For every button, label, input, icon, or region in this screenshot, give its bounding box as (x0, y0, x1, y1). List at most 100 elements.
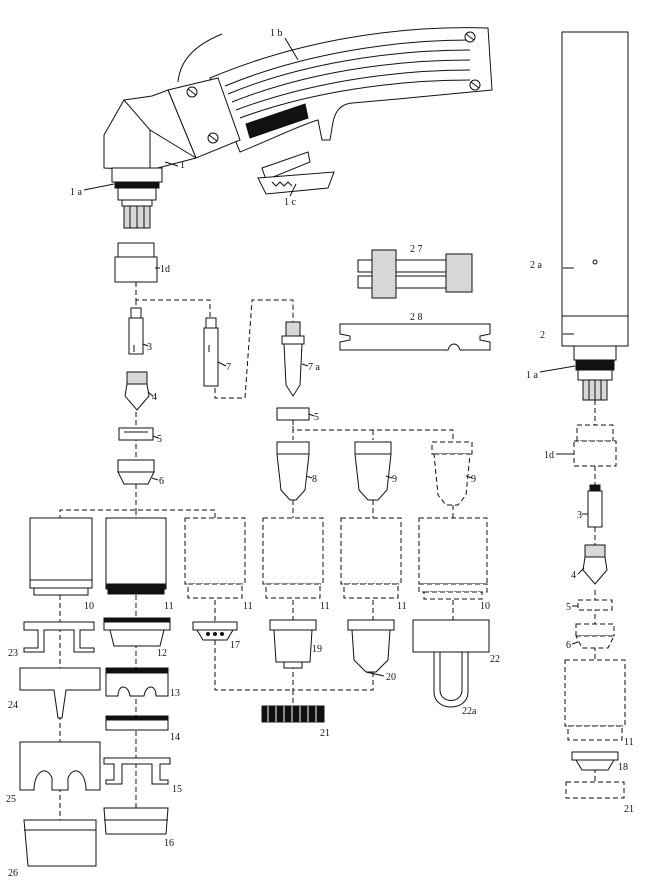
part-21-knurl (261, 705, 325, 723)
label-2a: 2 a (530, 260, 543, 271)
part-5-ring (118, 427, 154, 441)
label-19: 19 (312, 644, 322, 655)
part-6-right (575, 623, 615, 649)
label-5a: 5 (157, 434, 162, 445)
leader-lines (83, 37, 588, 677)
part-11-dashed-cup-a (184, 517, 246, 599)
label-1d-right: 1d (544, 450, 554, 461)
part-13-deflector (105, 667, 169, 697)
label-15: 15 (172, 784, 182, 795)
label-12: 12 (157, 648, 167, 659)
part-19-nozzle (269, 619, 317, 669)
label-1a-right: 1 a (526, 370, 539, 381)
part-17-tip (192, 621, 238, 641)
label-3-right: 3 (577, 510, 582, 521)
part-10-dashed-cup (418, 517, 488, 600)
part-8-nozzle (276, 441, 310, 501)
label-8: 8 (312, 474, 317, 485)
label-17: 17 (230, 640, 240, 651)
part-4-swirl-ring (124, 371, 150, 411)
label-6: 6 (159, 476, 164, 487)
part-28-spanner (339, 323, 491, 351)
label-10a: 10 (84, 601, 94, 612)
label-27: 2 7 (410, 244, 423, 255)
label-11c: 11 (320, 601, 330, 612)
label-2: 2 (540, 330, 545, 341)
part-20-nozzle (347, 619, 395, 673)
part-21-right (565, 781, 625, 799)
label-1: 1 (180, 160, 185, 171)
label-25: 25 (6, 794, 16, 805)
label-1c: 1 c (284, 197, 297, 208)
part-7a-electrode (281, 321, 305, 397)
part-14-ring (105, 715, 169, 731)
part-7-electrode (203, 317, 219, 387)
part-18-tip (571, 751, 619, 771)
part-3-electrode (128, 307, 144, 355)
label-18: 18 (618, 762, 628, 773)
label-9b: 9 (471, 474, 476, 485)
part-25-guide (19, 741, 101, 791)
label-13: 13 (170, 688, 180, 699)
trigger-part (257, 151, 335, 195)
label-5-right: 5 (566, 602, 571, 613)
part-labels: 1 1 a 1 b 1 c 1d 2 a 2 1 a 1d 3 3 4 4 5 … (6, 28, 634, 879)
screw-icon (469, 79, 481, 91)
label-22a: 22a (462, 706, 477, 717)
label-1d: 1d (160, 264, 170, 275)
label-10b: 10 (480, 601, 490, 612)
label-20: 20 (386, 672, 396, 683)
label-14: 14 (170, 732, 180, 743)
part-10-shield-cup (29, 517, 93, 596)
label-21: 21 (320, 728, 330, 739)
part-11-dashed-cup-c (340, 517, 402, 599)
part-12-deflector (103, 617, 171, 647)
label-7: 7 (226, 362, 231, 373)
label-26: 26 (8, 868, 18, 879)
label-4-right: 4 (571, 570, 576, 581)
label-1a: 1 a (70, 187, 83, 198)
part-4-right (582, 544, 608, 585)
part-11-shield-cup (105, 517, 167, 595)
part-5-right (577, 599, 613, 611)
part-9-nozzle (354, 441, 392, 501)
straight-torch (561, 31, 629, 401)
part-6-nozzle (117, 459, 155, 485)
label-22: 22 (490, 654, 500, 665)
part-1d-right (573, 424, 617, 467)
label-1b: 1 b (270, 28, 283, 39)
screw-icon (207, 132, 219, 144)
label-28: 2 8 (410, 312, 423, 323)
label-3: 3 (147, 342, 152, 353)
part-24-guide (19, 667, 101, 719)
screw-icon (186, 86, 198, 98)
part-11-dashed-cup-b (262, 517, 324, 599)
torch-head (103, 77, 241, 229)
part-5-ring-b (276, 407, 310, 421)
part-11-right (564, 659, 626, 741)
label-11-right: 11 (624, 737, 634, 748)
screw-icon (464, 31, 476, 43)
label-9a: 9 (392, 474, 397, 485)
part-22-guide (412, 619, 490, 708)
part-16-cap (103, 807, 169, 835)
label-5b: 5 (314, 412, 319, 423)
label-11a: 11 (164, 601, 174, 612)
part-1d (114, 242, 158, 283)
part-15-bracket (103, 757, 171, 785)
label-4: 4 (152, 392, 157, 403)
label-16: 16 (164, 838, 174, 849)
label-11d: 11 (397, 601, 407, 612)
label-7a: 7 a (308, 362, 321, 373)
part-9-nozzle-dashed (431, 441, 473, 506)
label-23: 23 (8, 648, 18, 659)
torch-handle (177, 27, 493, 153)
part-3-right (587, 484, 603, 528)
label-21-right: 21 (624, 804, 634, 815)
label-24: 24 (8, 700, 18, 711)
label-6-right: 6 (566, 640, 571, 651)
part-26-cap (23, 819, 97, 867)
label-11b: 11 (243, 601, 253, 612)
part-27-tool (357, 249, 473, 299)
